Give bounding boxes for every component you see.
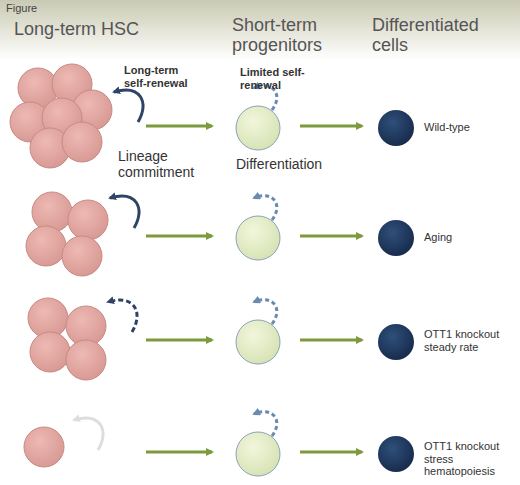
column-header: Long-term HSC <box>14 20 214 40</box>
row-label: Wild-type <box>424 121 514 134</box>
row-label: OTT1 knockout stress hematopoiesis <box>424 440 514 478</box>
figure-title: Figure <box>6 2 37 15</box>
process-label: Differentiation <box>236 156 346 172</box>
process-label: Lineage commitment <box>118 148 218 180</box>
row-label: OTT1 knockout steady rate <box>424 328 514 353</box>
column-header: Short-term progenitors <box>232 16 362 56</box>
process-label: Long-term self-renewal <box>124 64 204 89</box>
column-header: Differentiated cells <box>372 16 512 56</box>
row-label: Aging <box>424 231 514 244</box>
process-label: Limited self-renewal <box>240 66 320 91</box>
